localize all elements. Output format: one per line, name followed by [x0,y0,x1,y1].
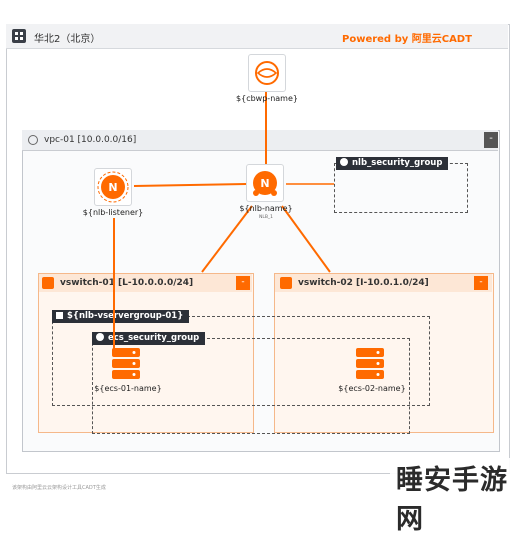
ecs-security-group-label: ecs_security_group [92,332,206,345]
svg-text:N: N [260,177,269,190]
vswitch-01-container [38,273,254,433]
cbwp-label: ${cbwp-name} [236,94,298,103]
vswitch-icon [42,277,54,289]
vswitch-icon [280,277,292,289]
vserver-group-label: ${nlb-vservergroup-01} [52,310,190,323]
vswitch-01-title: vswitch-01 [L-10.0.0.0/24] [60,278,194,288]
ecs-02-node[interactable] [352,346,390,384]
vpc-icon [28,135,38,145]
ecs-security-group-box [92,338,410,434]
region-title: 华北2（北京） [34,34,101,45]
listener-node[interactable]: N [94,168,132,206]
vswitch-02-collapse-button[interactable]: - [474,276,488,290]
listener-label: ${nlb-listener} [82,208,144,217]
security-group-icon [96,333,104,341]
vpc-collapse-button[interactable]: - [484,132,498,148]
vswitch-01-header [39,274,252,292]
nlb-node[interactable]: N [246,164,284,202]
vswitch-02-header [275,274,492,292]
ecs-server-icon [112,348,140,379]
nlb-label: ${nlb-name} [239,204,293,213]
watermark-background [390,458,518,494]
region-header [6,24,508,49]
vswitch-01-collapse-button[interactable]: - [236,276,250,290]
powered-by-label[interactable]: Powered by 阿里云CADT [342,34,472,45]
nlb-listener-icon: N [97,171,129,203]
ecs-01-label: ${ecs-01-name} [94,384,162,393]
footer-text: 该架构由阿里云云架构设计工具CADT生成 [12,485,106,491]
vswitch-02-container [274,273,494,433]
network-load-balancer-icon: N [253,171,277,196]
grid-icon[interactable] [12,29,26,43]
ecs-02-label: ${ecs-02-name} [338,384,406,393]
svg-text:N: N [108,181,117,194]
nlb-sublabel: NLB_1 [258,215,274,220]
security-group-icon [340,158,348,166]
nlb-security-group-label: nlb_security_group [336,157,449,170]
connection-lines [113,92,334,354]
cloud-bandwidth-icon [255,61,279,85]
cbwp-node[interactable] [248,54,286,92]
ecs-server-icon [356,348,384,379]
ecs-01-node[interactable] [108,346,146,384]
vpc-title: vpc-01 [10.0.0.0/16] [44,135,137,145]
vserver-group-box [52,316,430,406]
vswitch-02-title: vswitch-02 [I-10.0.1.0/24] [298,278,429,288]
watermark: 睡安手游网 [396,465,508,535]
vpc-header [22,130,498,151]
server-group-icon [56,312,63,319]
